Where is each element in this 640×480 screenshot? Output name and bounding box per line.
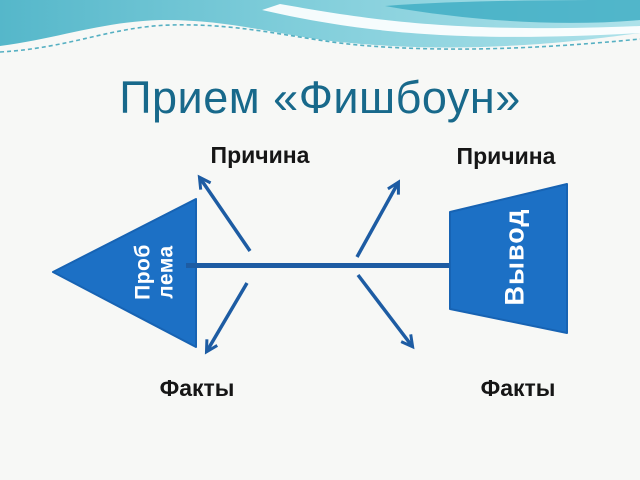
label-cause-left: Причина	[210, 142, 310, 168]
slide-title: Прием «Фишбоун»	[119, 72, 521, 123]
label-problem-line2: лема	[154, 245, 177, 299]
label-problem: Проб лема	[131, 244, 177, 300]
problem-triangle	[52, 198, 197, 348]
header-wave-decoration	[0, 0, 640, 53]
arrow-cause-right	[355, 179, 401, 258]
label-problem-line1: Проб	[131, 244, 155, 300]
label-facts-right: Факты	[480, 375, 556, 401]
label-conclusion: Вывод	[499, 208, 530, 306]
label-facts-left: Факты	[159, 375, 235, 401]
arrow-cause-left	[197, 174, 252, 252]
arrow-facts-left	[204, 282, 249, 355]
conclusion-trapezoid	[449, 183, 568, 334]
wave-white-swoosh	[262, 4, 640, 37]
label-cause-right: Причина	[456, 143, 556, 169]
wave-dashed-line	[0, 24, 640, 53]
arrow-facts-right	[356, 273, 415, 350]
wave-dark-stripe	[385, 0, 640, 23]
